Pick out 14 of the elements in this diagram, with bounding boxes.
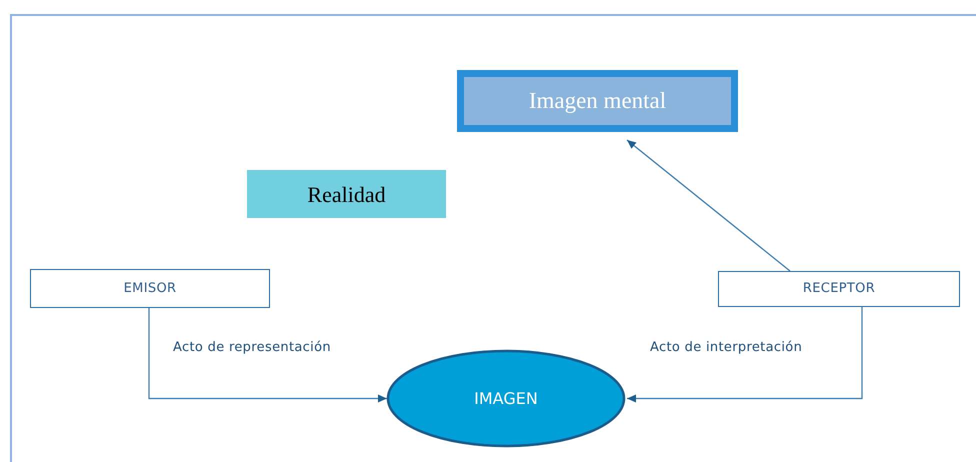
node-label: Imagen mental (528, 86, 666, 115)
arrow (148, 308, 387, 402)
node-label: Realidad (307, 180, 386, 208)
node-label: IMAGEN (474, 388, 538, 410)
node-label: RECEPTOR (802, 280, 876, 298)
edge-label: Acto de representación (173, 339, 331, 357)
concept-box (247, 170, 446, 218)
role-box (30, 269, 270, 308)
node-label: EMISOR (124, 280, 176, 298)
role-box (718, 271, 960, 307)
edge-label: Acto de interpretación (650, 339, 802, 357)
arrow (627, 307, 863, 402)
arrow (626, 140, 790, 272)
concept-box (457, 70, 738, 132)
